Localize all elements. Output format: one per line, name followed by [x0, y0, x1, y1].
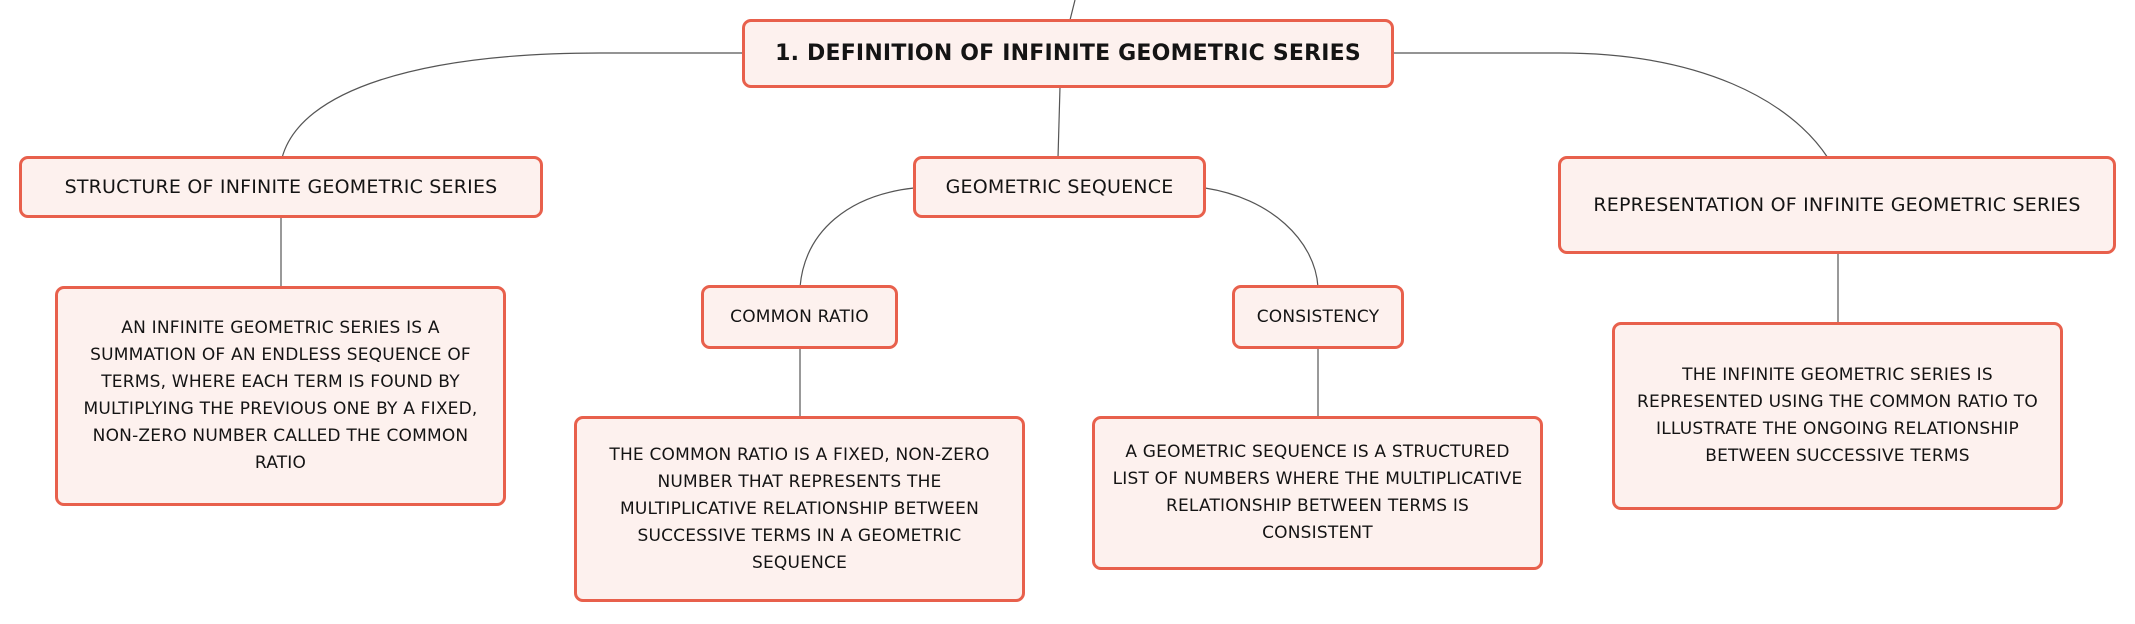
connector-root-sequence	[1057, 86, 1061, 159]
root-topic-label: 1. DEFINITION OF INFINITE GEOMETRIC SERI…	[775, 41, 1361, 66]
consistency-description-node[interactable]: A GEOMETRIC SEQUENCE IS A STRUCTURED LIS…	[1092, 416, 1543, 570]
common-ratio-description-node[interactable]: THE COMMON RATIO IS A FIXED, NON-ZERO NU…	[574, 416, 1025, 602]
common-ratio-node[interactable]: COMMON RATIO	[701, 285, 898, 349]
structure-description-text: AN INFINITE GEOMETRIC SERIES IS A SUMMAT…	[83, 318, 478, 473]
structure-topic-node[interactable]: STRUCTURE OF INFINITE GEOMETRIC SERIES	[19, 156, 543, 218]
sequence-topic-node[interactable]: GEOMETRIC SEQUENCE	[913, 156, 1206, 218]
structure-description-node[interactable]: AN INFINITE GEOMETRIC SERIES IS A SUMMAT…	[55, 286, 506, 506]
consistency-node[interactable]: CONSISTENCY	[1232, 285, 1404, 349]
connector-root-structure	[281, 52, 742, 159]
structure-topic-label: STRUCTURE OF INFINITE GEOMETRIC SERIES	[64, 176, 498, 198]
consistency-label: CONSISTENCY	[1256, 307, 1380, 327]
connector-incoming-root	[1069, 0, 1076, 21]
connector-sequence-consistency	[1204, 187, 1319, 288]
representation-description-node[interactable]: THE INFINITE GEOMETRIC SERIES IS REPRESE…	[1612, 322, 2063, 510]
connector-sequence-ratio	[799, 187, 915, 288]
representation-description-text: THE INFINITE GEOMETRIC SERIES IS REPRESE…	[1637, 365, 2038, 466]
representation-topic-label: REPRESENTATION OF INFINITE GEOMETRIC SER…	[1593, 194, 2081, 216]
consistency-description-text: A GEOMETRIC SEQUENCE IS A STRUCTURED LIS…	[1112, 442, 1523, 543]
sequence-topic-label: GEOMETRIC SEQUENCE	[945, 176, 1174, 198]
connector-root-representation	[1393, 52, 1829, 159]
common-ratio-label: COMMON RATIO	[730, 307, 869, 327]
representation-topic-node[interactable]: REPRESENTATION OF INFINITE GEOMETRIC SER…	[1558, 156, 2116, 254]
common-ratio-description-text: THE COMMON RATIO IS A FIXED, NON-ZERO NU…	[609, 444, 990, 573]
root-topic-node[interactable]: 1. DEFINITION OF INFINITE GEOMETRIC SERI…	[742, 19, 1394, 88]
